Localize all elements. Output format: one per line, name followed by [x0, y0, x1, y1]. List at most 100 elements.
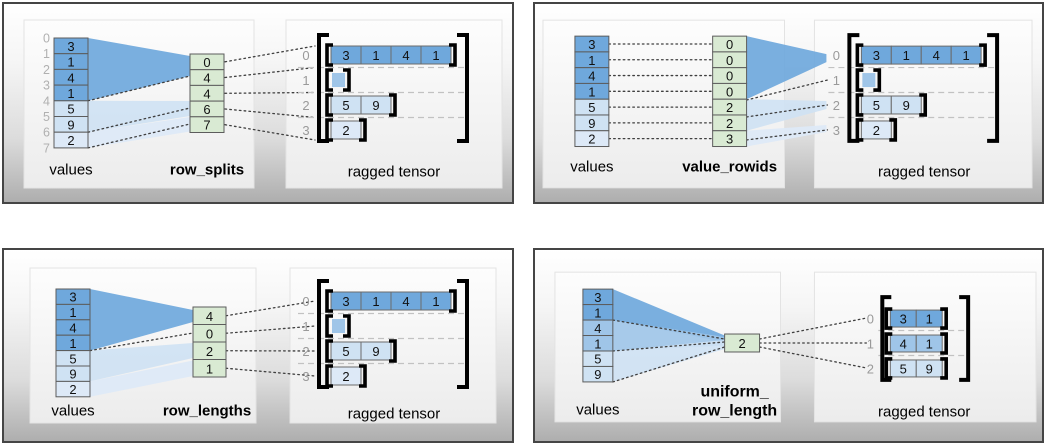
svg-text:1: 1 [867, 337, 874, 352]
dotted-connector [89, 332, 194, 352]
svg-text:4: 4 [67, 70, 74, 85]
svg-text:2: 2 [867, 361, 874, 376]
ragged-cell [330, 366, 362, 386]
ragged-cell [890, 95, 922, 115]
value-cell [582, 365, 614, 383]
svg-text:1: 1 [588, 53, 595, 68]
dotted-connector [612, 319, 726, 340]
method-column: 2 [724, 333, 761, 353]
svg-text:3: 3 [43, 79, 50, 93]
bracket [855, 93, 864, 117]
dotted-connector [225, 300, 316, 317]
svg-text:1: 1 [588, 84, 595, 99]
svg-text:2: 2 [302, 98, 309, 113]
svg-text:values: values [51, 403, 94, 420]
svg-text:0: 0 [726, 53, 733, 68]
svg-text:4: 4 [402, 48, 409, 63]
bracket [325, 43, 333, 67]
ragged-empty-cell [332, 73, 345, 87]
svg-text:9: 9 [903, 98, 910, 113]
fan-shape [746, 124, 827, 147]
fans [612, 289, 725, 382]
bracket [855, 68, 864, 92]
ragged-cell [360, 341, 392, 361]
svg-text:1: 1 [432, 48, 439, 63]
dotted-connector [225, 367, 316, 377]
ragged-cell [915, 309, 943, 328]
method-cell [189, 116, 225, 134]
bracket [325, 314, 333, 338]
method-cell [192, 359, 227, 378]
bracket [325, 68, 333, 92]
bracket [884, 357, 893, 380]
svg-text:0: 0 [726, 84, 733, 99]
value-cell [53, 131, 89, 149]
dotted-connector [225, 325, 316, 334]
fan-shape [88, 117, 190, 148]
svg-text:0: 0 [726, 37, 733, 52]
svg-text:3: 3 [588, 37, 595, 52]
svg-text:3: 3 [342, 294, 349, 309]
svg-text:4: 4 [43, 94, 50, 108]
svg-text:9: 9 [926, 361, 933, 376]
svg-text:2: 2 [726, 100, 733, 115]
svg-text:4: 4 [933, 48, 940, 63]
fans [88, 38, 190, 148]
svg-text:0: 0 [206, 326, 213, 341]
bracket [919, 93, 928, 117]
svg-text:3: 3 [302, 123, 309, 138]
fans [746, 36, 827, 147]
fan-shape [746, 36, 827, 100]
svg-text:0: 0 [867, 312, 874, 327]
dotted-connector [224, 91, 316, 94]
svg-text:1: 1 [69, 336, 76, 351]
fan-shape [90, 360, 193, 397]
ragged-cell [360, 95, 392, 115]
ragged-cell [950, 45, 982, 65]
svg-text:row_lengths: row_lengths [163, 403, 251, 420]
svg-text:ragged tensor: ragged tensor [348, 164, 441, 181]
dotted-connector [758, 317, 867, 340]
svg-text:5: 5 [588, 100, 595, 115]
svg-text:1: 1 [43, 47, 50, 61]
svg-text:3: 3 [900, 312, 907, 327]
svg-text:3: 3 [594, 290, 601, 305]
svg-text:1: 1 [69, 305, 76, 320]
dotted-connector [745, 104, 829, 118]
svg-text:4: 4 [588, 69, 595, 84]
svg-text:1: 1 [67, 86, 74, 101]
dotted-connector [87, 123, 191, 149]
method-cell [724, 333, 761, 353]
svg-text:3: 3 [726, 132, 733, 147]
svg-text:uniform_: uniform_ [700, 383, 769, 400]
fan-shape [612, 289, 725, 343]
bracket [449, 43, 457, 67]
bracket [987, 33, 1000, 143]
connectors [87, 45, 316, 149]
svg-text:1: 1 [926, 312, 933, 327]
value-cell [574, 130, 610, 148]
bracket [979, 43, 987, 67]
bracket [855, 118, 864, 142]
svg-text:5: 5 [342, 344, 349, 359]
svg-text:3: 3 [302, 369, 309, 384]
bracket [873, 68, 882, 92]
svg-text:0: 0 [302, 294, 309, 309]
svg-text:2: 2 [342, 123, 349, 138]
svg-text:4: 4 [203, 86, 210, 101]
ragged-cell [860, 120, 892, 140]
ragged-cell [420, 45, 452, 65]
